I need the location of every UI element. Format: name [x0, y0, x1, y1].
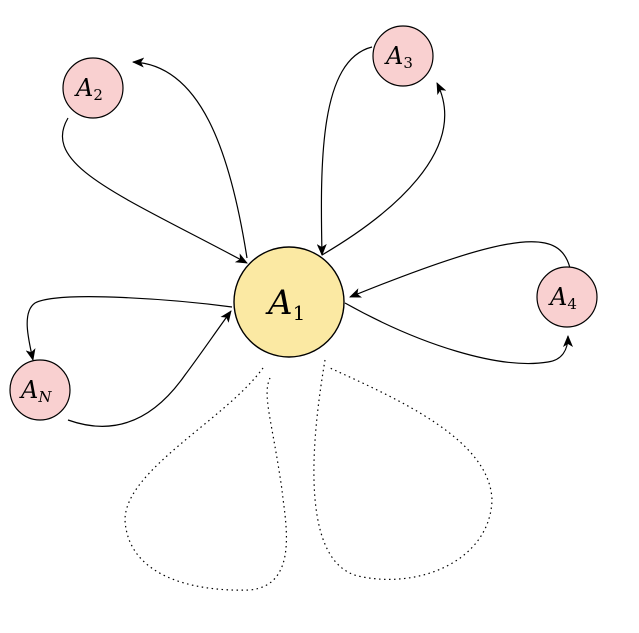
edge-a1-to-a4 — [344, 302, 573, 365]
node-a1-sub: 1 — [293, 301, 306, 325]
edge-a2-to-a1 — [61, 117, 248, 264]
svg-text:A2: A2 — [74, 74, 103, 104]
node-a3-label: A — [384, 42, 403, 70]
node-a2-sub: 2 — [93, 86, 103, 104]
node-a1-label: A — [265, 283, 293, 323]
svg-text:AN: AN — [19, 376, 52, 406]
svg-text:A4: A4 — [548, 283, 577, 313]
node-a3-sub: 3 — [403, 54, 413, 72]
node-a1: A1 — [233, 246, 345, 358]
edge-a3-to-a1 — [316, 46, 373, 256]
node-a3-circle — [372, 25, 434, 87]
node-a1-circle — [233, 246, 345, 358]
node-an-sub: N — [37, 388, 52, 406]
node-an: AN — [9, 359, 71, 421]
node-a2-circle — [62, 57, 124, 119]
node-a2: A2 — [62, 57, 124, 119]
edge-a4-to-a1 — [349, 241, 571, 298]
node-a4-label: A — [548, 283, 567, 311]
node-a4-sub: 4 — [567, 295, 577, 313]
edge-a1-to-a3 — [321, 82, 447, 256]
node-an-label: A — [19, 376, 38, 404]
node-an-circle — [9, 359, 71, 421]
node-a4: A4 — [536, 266, 598, 328]
edge-an-to-a1 — [67, 310, 232, 427]
placeholder-loop-right — [313, 359, 493, 580]
node-a3: A3 — [372, 25, 434, 87]
placeholder-loop-left — [124, 367, 288, 591]
svg-text:A1: A1 — [265, 283, 305, 325]
svg-text:A3: A3 — [384, 42, 413, 72]
node-a4-circle — [536, 266, 598, 328]
edge-a1-to-an — [25, 296, 233, 361]
edge-a1-to-a2 — [132, 57, 248, 259]
node-a2-label: A — [74, 74, 93, 102]
